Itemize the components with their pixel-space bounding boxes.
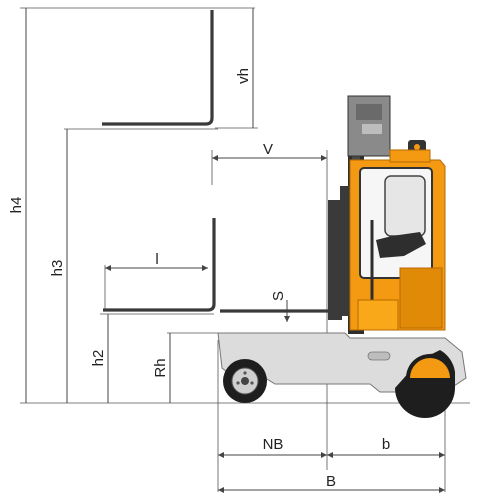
front-wheel <box>223 359 267 403</box>
rear-wheel <box>395 350 455 418</box>
arrow-heads <box>105 155 445 493</box>
label-NB: NB <box>263 436 284 453</box>
dimension-lines <box>25 8 445 491</box>
label-h4: h4 <box>8 197 25 214</box>
label-V: V <box>263 141 273 158</box>
fork-carriage <box>328 200 342 320</box>
operator-cab <box>349 140 446 331</box>
label-b: b <box>382 436 390 453</box>
label-S: S <box>270 291 287 301</box>
label-h2: h2 <box>90 350 107 367</box>
fork-top <box>102 10 214 126</box>
label-B: B <box>326 473 336 490</box>
label-l: l <box>155 251 158 268</box>
fork-middle <box>103 218 216 312</box>
label-h3: h3 <box>49 260 66 277</box>
label-vh: vh <box>235 68 252 84</box>
label-Rh: Rh <box>152 358 169 377</box>
